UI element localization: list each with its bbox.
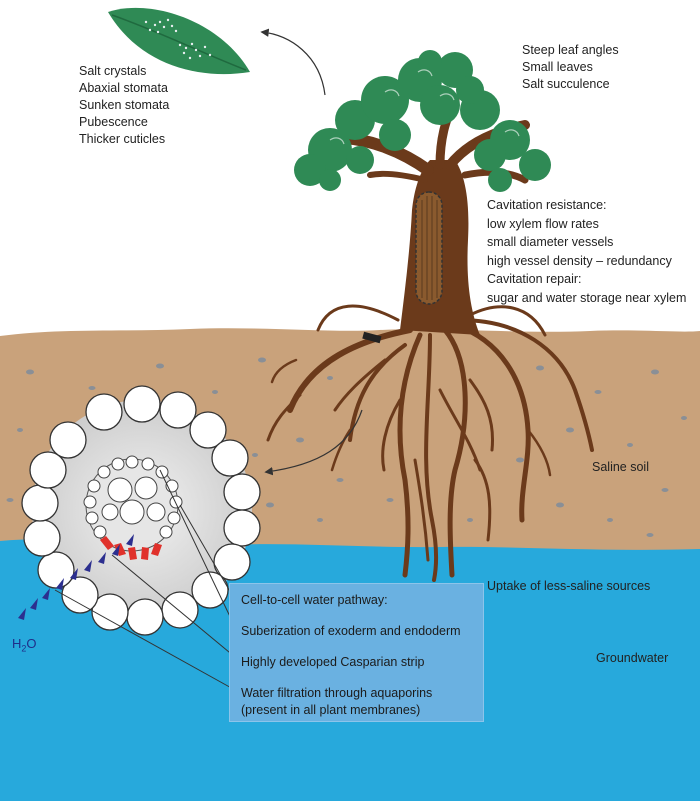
leaf-arrow [260,28,326,96]
water-label: H2O [12,635,37,658]
leaf-trait: Sunken stomata [79,98,170,112]
water-suffix: O [26,636,37,651]
leaf-trait: Abaxial stomata [79,81,168,95]
leaf-trait: Thicker cuticles [79,132,166,146]
trunk-trait: sugar and water storage near xylem [487,290,687,305]
pointer-lines [54,469,236,691]
water-symbol: H [12,636,22,651]
casparian-strip [100,536,162,560]
soil-pebbles [6,357,687,537]
crown-traits-list: Steep leaf angles Small leaves Salt succ… [522,42,619,93]
casparian-label: Highly developed Casparian strip [241,655,425,669]
root-box-title: Cell-to-cell water pathway: [241,593,388,607]
trunk-trait: Cavitation resistance: [487,198,607,212]
trunk-trait: Cavitation repair: [487,272,582,286]
water-subscript: 2 [21,643,27,654]
leaf-traits-list: Salt crystals Abaxial stomata Sunken sto… [79,63,169,148]
root-info-box: Cell-to-cell water pathway: Suberization… [229,583,484,722]
uptake-label: Uptake of less-saline sources [487,579,651,593]
salt-crystals [144,18,212,60]
suberization-label: Suberization of exoderm and endoderm [241,624,461,638]
aquaporins-label: Water filtration through aquaporins (pre… [241,685,432,719]
saline-soil-label: Saline soil [592,460,649,474]
water-arrows [18,534,134,620]
root-cross-section [18,385,261,691]
aquaporins-line2: (present in all plant membranes) [241,703,421,717]
roots [266,304,594,582]
canopy [294,50,551,192]
trunk-trait: high vessel density – redundancy [487,253,672,268]
leaf-trait: Salt crystals [79,64,147,78]
groundwater-label: Groundwater [596,651,669,665]
crown-trait: Steep leaf angles [522,43,619,57]
leaf-trait: Pubescence [79,115,148,129]
xylem-lines [421,196,438,300]
trunk-traits-list: Cavitation resistance: low xylem flow ra… [487,196,686,307]
trunk-trait: low xylem flow rates [487,216,599,231]
crown-trait: Salt succulence [522,77,610,91]
canopy-highlights [329,69,520,145]
root-arrow [264,409,363,476]
root-marker [362,331,382,344]
crown-trait: Small leaves [522,60,593,74]
xylem-cutaway [415,191,443,305]
aquaporins-line1: Water filtration through aquaporins [241,686,433,700]
trunk-trait: small diameter vessels [487,235,614,249]
